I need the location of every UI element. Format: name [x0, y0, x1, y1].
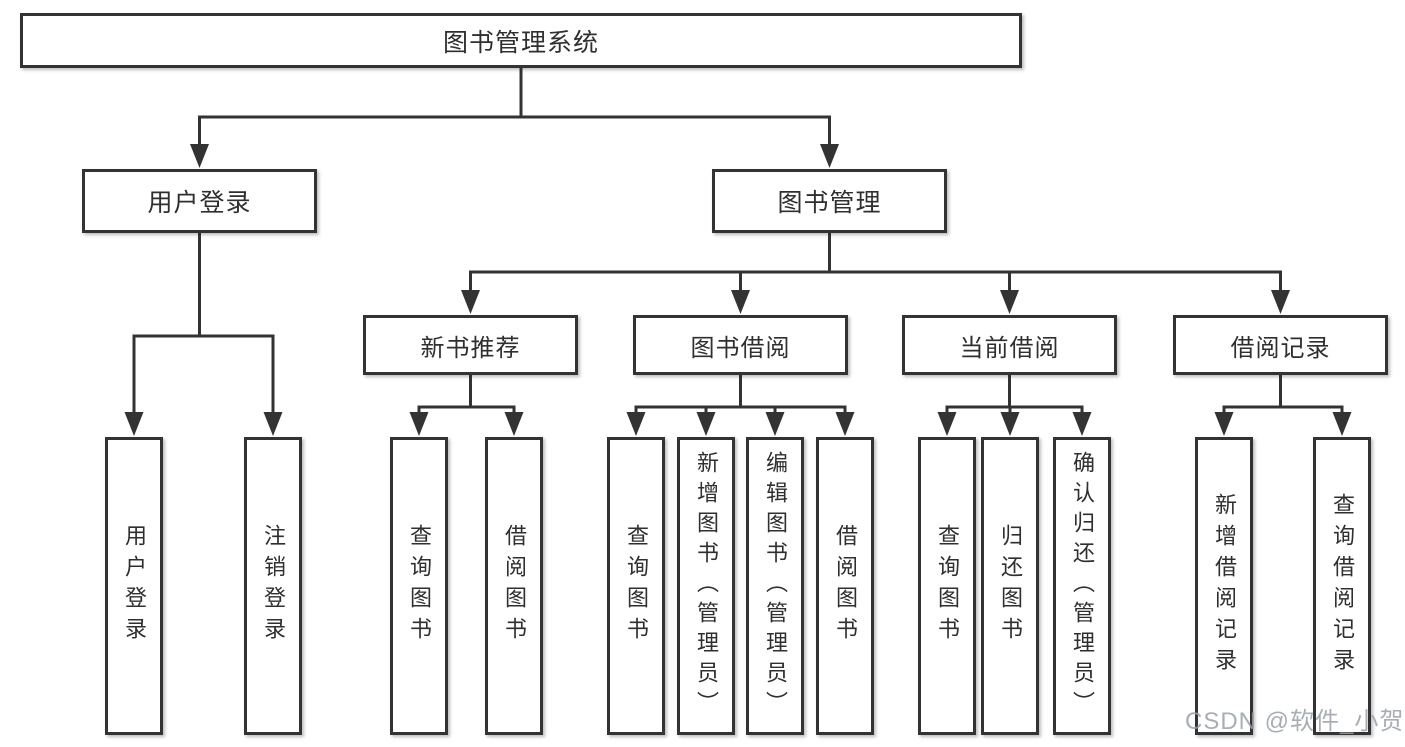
node-borrowing-records: 借阅记录 — [1173, 315, 1388, 375]
node-label: 图书管理系统 — [442, 28, 599, 57]
arrow-head-icon — [1000, 412, 1020, 436]
arrow-head-icon — [461, 290, 480, 314]
leaf-label: 新增借阅记录 — [1212, 493, 1237, 679]
leaf-label: 确认归还（管理员） — [1070, 451, 1095, 721]
arrow-head-icon — [1214, 412, 1234, 436]
node-label: 当前借阅 — [959, 334, 1060, 362]
node-library-management-system: 图书管理系统 — [20, 13, 1022, 68]
leaf-label: 查询图书 — [935, 524, 960, 648]
leaf-label: 查询图书 — [407, 524, 432, 648]
arrow-head-icon — [124, 412, 144, 436]
node-label: 图书借阅 — [690, 334, 791, 362]
arrow-head-icon — [731, 290, 750, 314]
leaf-add-books-admin: 新增图书（管理员） — [677, 437, 735, 735]
node-current-borrowing: 当前借阅 — [902, 315, 1117, 375]
arrow-head-icon — [409, 412, 429, 436]
node-new-book-recommendation: 新书推荐 — [363, 315, 578, 375]
leaf-label: 查询借阅记录 — [1330, 493, 1355, 679]
leaf-confirm-return-admin: 确认归还（管理员） — [1053, 437, 1111, 735]
arrow-head-icon — [820, 144, 839, 168]
node-label: 新书推荐 — [420, 334, 521, 362]
arrow-head-icon — [696, 412, 716, 436]
csdn-watermark: CSDN @软件_小贺同学 — [1185, 708, 1405, 735]
leaf-edit-books-admin: 编辑图书（管理员） — [746, 437, 804, 735]
leaf-query-books-borrowing: 查询图书 — [607, 437, 665, 735]
leaf-label: 编辑图书（管理员） — [763, 451, 788, 721]
leaf-query-books-recommend: 查询图书 — [390, 437, 448, 735]
arrow-head-icon — [1332, 412, 1352, 436]
leaf-add-borrow-record: 新增借阅记录 — [1195, 437, 1253, 735]
arrow-head-icon — [1000, 290, 1019, 314]
arrow-head-icon — [937, 412, 957, 436]
leaf-return-books: 归还图书 — [981, 437, 1039, 735]
arrow-head-icon — [765, 412, 785, 436]
leaf-query-books-current: 查询图书 — [918, 437, 976, 735]
leaf-logout: 注销登录 — [244, 437, 302, 735]
leaf-label: 注销登录 — [261, 524, 286, 648]
arrow-head-icon — [190, 144, 209, 168]
node-label: 借阅记录 — [1230, 334, 1331, 362]
leaf-label: 新增图书（管理员） — [694, 451, 719, 721]
arrow-head-icon — [626, 412, 646, 436]
leaf-user-login: 用户登录 — [105, 437, 163, 735]
leaf-label: 归还图书 — [998, 524, 1023, 648]
arrow-head-icon — [1072, 412, 1092, 436]
node-label: 图书管理 — [777, 189, 882, 217]
arrow-head-icon — [1271, 290, 1290, 314]
node-user-login: 用户登录 — [82, 169, 317, 233]
node-label: 用户登录 — [147, 189, 252, 217]
arrow-head-icon — [504, 412, 524, 436]
leaf-borrow-books-recommend: 借阅图书 — [485, 437, 543, 735]
leaf-query-borrow-record: 查询借阅记录 — [1313, 437, 1371, 735]
node-book-borrowing: 图书借阅 — [633, 315, 848, 375]
node-book-management: 图书管理 — [712, 169, 947, 233]
arrow-head-icon — [263, 412, 283, 436]
leaf-label: 借阅图书 — [502, 524, 527, 648]
leaf-borrow-books-borrowing: 借阅图书 — [816, 437, 874, 735]
leaf-label: 查询图书 — [624, 524, 649, 648]
leaf-label: 借阅图书 — [833, 524, 858, 648]
arrow-head-icon — [835, 412, 855, 436]
leaf-label: 用户登录 — [122, 524, 147, 648]
